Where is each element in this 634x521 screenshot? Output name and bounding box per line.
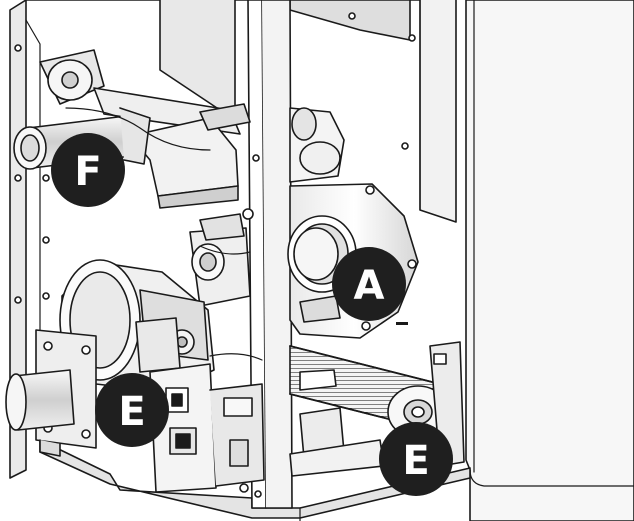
left-frame xyxy=(9,0,50,479)
callout-e-right-label: E xyxy=(402,438,429,484)
callout-f: F xyxy=(51,133,125,207)
callout-a-label: A xyxy=(354,263,385,309)
side-casing-panel xyxy=(465,0,634,521)
base-tray xyxy=(39,439,471,521)
callout-e-right: E xyxy=(379,422,453,496)
upper-flue-assembly xyxy=(39,49,251,209)
blower-motor xyxy=(59,259,215,393)
callout-e-left-label: E xyxy=(118,389,145,435)
callout-e-left: E xyxy=(95,373,169,447)
callout-f-label: F xyxy=(74,149,101,195)
upper-duct xyxy=(289,107,345,183)
wiring xyxy=(65,107,263,361)
combustion-motor xyxy=(189,208,254,307)
electrical-box xyxy=(149,363,265,493)
left-outlet-flange xyxy=(5,329,97,457)
callout-a: A xyxy=(332,247,406,321)
